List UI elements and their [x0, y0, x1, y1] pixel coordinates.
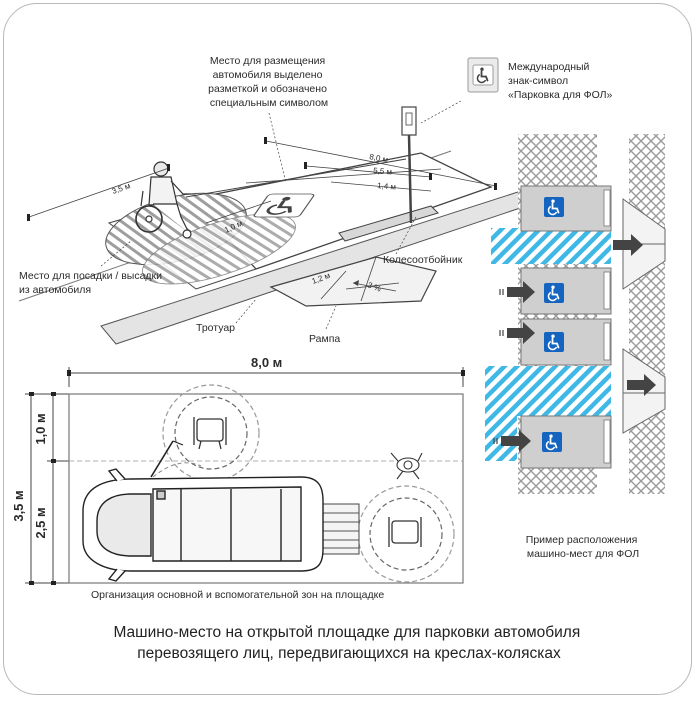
bay-1-wheelchair-icon [543, 196, 565, 218]
callout-zone: Место для размещения автомобиля выделено… [208, 55, 330, 109]
layout-caption: Пример расположения машино-мест для ФОЛ [526, 534, 640, 560]
turning-circle-front [174, 396, 248, 470]
access-zone-2 [485, 366, 517, 461]
figure-frame: 3,5 м 8,0 м 5,5 м 1,4 м 1,0 м 1,2 м 3 % … [3, 3, 692, 695]
sign-post [401, 106, 417, 224]
bay-2 [520, 267, 612, 315]
access-zone-1 [491, 228, 611, 264]
arrow-icon [501, 234, 656, 452]
dim-width-3-5: 3,5 м [111, 181, 132, 196]
layout-example: Пример расположения машино-мест для ФОЛ [485, 134, 666, 560]
wheelchair-symbol-icon [472, 64, 494, 86]
bay-2-wheelchair-icon [543, 282, 565, 304]
dim-length-5-5: 5,5 м [373, 166, 393, 177]
plan-dim-main: 2,5 м [33, 507, 48, 538]
ramp [269, 256, 437, 307]
van-top-view [82, 440, 324, 582]
callout-sign: Международный знак-символ «Парковка для … [508, 61, 613, 101]
wheelchair-top-view-rear [388, 517, 422, 547]
pavement-wheelchair-symbol [253, 193, 315, 218]
person-top-view [390, 452, 423, 480]
callout-boarding: Место для посадки / высадки из автомобил… [19, 270, 165, 296]
perspective-scene: 3,5 м 8,0 м 5,5 м 1,4 м 1,0 м 1,2 м 3 % … [18, 55, 613, 345]
label-sidewalk: Тротуар [196, 322, 235, 334]
label-ramp: Рампа [309, 333, 340, 345]
bay-4-wheelchair-icon [541, 431, 563, 453]
label-wheelstop: Колесоотбойник [383, 254, 463, 266]
plan-dim-length: 8,0 м [251, 355, 282, 370]
wheelchair-user-figure [135, 161, 192, 239]
plan-dim-aux: 1,0 м [33, 413, 48, 444]
bay-3 [520, 318, 612, 366]
wheelchair-top-view [193, 417, 227, 450]
wheel-stop [338, 205, 439, 242]
sign-legend-box [467, 57, 499, 93]
dim-length-1-4: 1,4 м [377, 181, 397, 192]
bay-4 [520, 415, 612, 469]
bay-1 [520, 185, 612, 232]
plan-dim-total: 3,5 м [11, 490, 26, 521]
turning-circle-rear [369, 497, 443, 571]
bay-3-wheelchair-icon [543, 331, 565, 353]
plan-caption: Организация основной и вспомогательной з… [91, 589, 384, 601]
plan-view: 8,0 м 3,5 м 1,0 м 2,5 м [11, 355, 465, 601]
main-caption: Машино-место на открытой площадке для па… [113, 624, 584, 662]
dim-length-8-0: 8,0 м [369, 152, 389, 164]
boarding-area-hatched [105, 192, 296, 285]
figure-canvas: 3,5 м 8,0 м 5,5 м 1,4 м 1,0 м 1,2 м 3 % … [11, 55, 666, 662]
plan-ramp [322, 503, 360, 555]
access-zone-2b [517, 366, 611, 416]
